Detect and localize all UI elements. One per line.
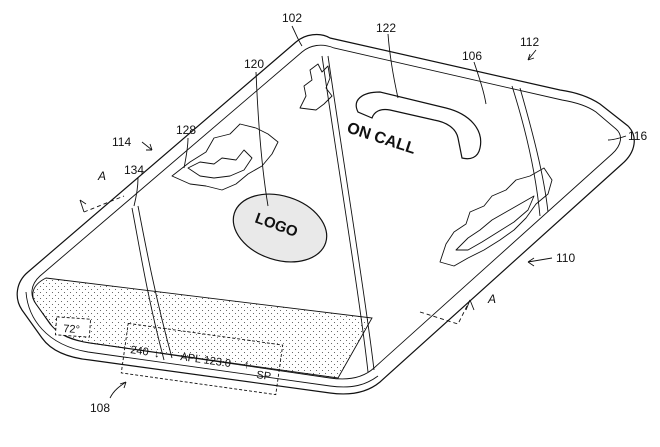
foliage-top bbox=[299, 63, 333, 111]
leader-114 bbox=[141, 141, 153, 151]
ref-102: 102 bbox=[282, 11, 302, 25]
section-label-lower: A bbox=[487, 292, 496, 306]
section-marker-lower bbox=[465, 299, 475, 311]
section-marker-upper bbox=[79, 199, 87, 213]
center-fold-line-a bbox=[321, 55, 369, 373]
left-fold-line-b bbox=[137, 205, 173, 359]
leader-112 bbox=[527, 49, 537, 61]
sp-readout: SP bbox=[256, 369, 272, 383]
ref-134: 134 bbox=[124, 163, 144, 177]
leader-102 bbox=[291, 25, 303, 47]
leader-106 bbox=[473, 61, 487, 105]
bottom-display-band bbox=[32, 277, 373, 379]
on-call-label: ON CALL bbox=[345, 120, 418, 158]
center-fold-line-b bbox=[327, 55, 375, 371]
ref-112: 112 bbox=[520, 35, 539, 49]
ref-128: 128 bbox=[176, 123, 196, 137]
logo-ellipse bbox=[232, 193, 328, 263]
ref-106: 106 bbox=[462, 49, 482, 63]
reading-240: 240 bbox=[130, 344, 150, 358]
foliage-left bbox=[171, 123, 279, 191]
foliage-left-fill bbox=[187, 149, 253, 179]
left-fold-line-a bbox=[131, 207, 165, 361]
leader-120 bbox=[255, 71, 269, 207]
up-arrow-icon: ↑ bbox=[244, 359, 250, 371]
ref-114: 114 bbox=[112, 135, 131, 149]
section-line-upper bbox=[83, 195, 125, 213]
display-inner-outline bbox=[31, 44, 621, 380]
leader-116 bbox=[607, 135, 627, 141]
down-arrow-icon: ↓ bbox=[154, 348, 160, 360]
leader-122 bbox=[387, 33, 399, 99]
temperature-box bbox=[54, 316, 92, 338]
ref-108: 108 bbox=[90, 401, 110, 415]
ticker-box bbox=[120, 322, 284, 396]
ref-122: 122 bbox=[376, 21, 396, 35]
leader-108 bbox=[109, 381, 127, 399]
ref-110: 110 bbox=[556, 251, 575, 265]
ref-120: 120 bbox=[244, 57, 264, 71]
section-label-upper: A bbox=[97, 169, 106, 183]
temperature-readout: 72° bbox=[63, 323, 80, 336]
device-edge-line bbox=[25, 291, 379, 388]
right-fold-line-b bbox=[519, 87, 549, 213]
leader-110 bbox=[527, 257, 553, 267]
leader-134 bbox=[133, 177, 139, 207]
section-line-lower bbox=[419, 299, 471, 325]
right-fold-line-a bbox=[511, 85, 541, 217]
ref-116: 116 bbox=[628, 129, 647, 143]
foliage-right-fill bbox=[455, 195, 535, 251]
leader-128 bbox=[183, 137, 189, 169]
phone-handset-icon bbox=[355, 91, 482, 160]
foliage-right bbox=[439, 167, 553, 267]
device-outer-outline bbox=[16, 33, 635, 395]
